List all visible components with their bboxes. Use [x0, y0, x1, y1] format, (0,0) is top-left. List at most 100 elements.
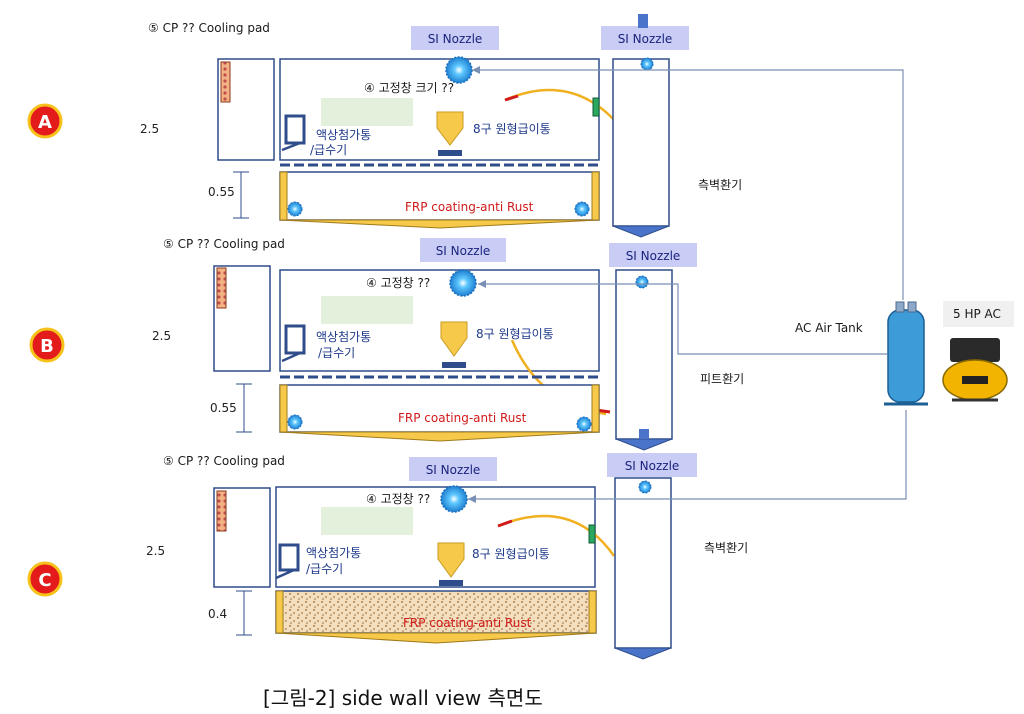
compressor-label: 5 HP AC: [953, 307, 1001, 321]
duct-nozzle-icon: [640, 57, 654, 71]
compressor-motor: [950, 338, 1000, 362]
dim-upper: 2.5: [140, 122, 159, 136]
feeder-icon: [436, 111, 464, 146]
nozzle-burst-icon: [449, 269, 477, 297]
duct-cap: [638, 14, 648, 28]
pit-wall-right: [591, 384, 600, 433]
dim-lower: 0.55: [210, 401, 237, 415]
feeder-label: 8구 원형급이통: [472, 547, 550, 561]
tank-label-2: /급수기: [310, 143, 347, 157]
window-box: [321, 98, 413, 126]
airflow-arrow-tip: [504, 94, 519, 102]
tank-spout: [281, 141, 301, 152]
window-box: [321, 296, 413, 324]
duct-cap: [639, 429, 649, 439]
feeder-tray: [442, 362, 466, 368]
window-label: ④ 고정창 크기 ??: [364, 81, 454, 95]
nozzle-label-box: [607, 453, 697, 477]
air-line-c: [468, 410, 907, 500]
cp-label: ⑤ CP ?? Cooling pad: [163, 237, 285, 251]
cooling-pad-icon: [216, 490, 227, 532]
pit-nozzle-icon: [574, 201, 590, 217]
vent-arrow: [612, 225, 670, 238]
vent-label: 측벽환기: [698, 178, 742, 192]
cp-label: ⑤ CP ?? Cooling pad: [163, 454, 285, 468]
pit-wall-left: [279, 171, 288, 221]
vent-duct: [612, 58, 670, 227]
nozzle-label-right: SI Nozzle: [625, 459, 680, 473]
tank-label-2: /급수기: [318, 346, 355, 360]
pit-wall-left: [279, 384, 288, 433]
tank-icon: [284, 114, 306, 145]
pit-frame: [275, 590, 597, 634]
dim-upper: 2.5: [152, 329, 171, 343]
feeder-label: 8구 원형급이통: [476, 327, 554, 341]
air-tank-label-box: [789, 314, 883, 340]
tank-label-1: 액상첨가통: [306, 546, 361, 560]
tank-icon: [284, 324, 306, 355]
floor-label: FRP coating-anti Rust: [403, 616, 532, 630]
cp-label: ⑤ CP ?? Cooling pad: [148, 21, 270, 35]
section-b: ⑤ CP ?? Cooling pad B 2.5 SI Nozzle SI N…: [29, 237, 744, 451]
pit-wall-right: [591, 171, 600, 221]
vent-label: 피트환기: [700, 372, 744, 386]
feeder-icon: [440, 321, 468, 357]
section-badge: C: [27, 561, 63, 597]
figure-caption: [그림-2] side wall view 측면도: [263, 686, 543, 710]
pit-bottom: [279, 431, 600, 442]
feeder-tray: [438, 150, 462, 156]
dim-upper: 2.5: [146, 544, 165, 558]
air-line-arrow: [472, 66, 480, 74]
pit-wall-left: [275, 590, 284, 634]
pit-bottom: [275, 632, 597, 644]
airflow-arrow: [497, 514, 616, 557]
compressor-label-box: [943, 301, 1014, 327]
compressor: 5 HP AC: [942, 301, 1014, 402]
dim-lower: 0.55: [208, 185, 235, 199]
feeder-label: 8구 원형급이통: [473, 122, 551, 136]
air-line-a: [472, 69, 904, 300]
air-tank-label: AC Air Tank: [795, 321, 863, 335]
nozzle-burst-icon: [440, 485, 468, 513]
floor-label: FRP coating-anti Rust: [398, 411, 527, 425]
vent-arrow: [615, 438, 673, 451]
pit-bottom: [279, 219, 600, 229]
air-line-arrow: [478, 280, 486, 288]
badge-letter: C: [38, 570, 51, 591]
air-tank: AC Air Tank: [789, 301, 928, 406]
nozzle-label-box: [411, 26, 499, 50]
air-line-arrow: [468, 495, 476, 503]
pit-nozzle-icon: [287, 201, 303, 217]
window-label: ④ 고정창 ??: [366, 276, 430, 290]
nozzle-label-box: [601, 26, 689, 50]
feeder-tray: [439, 580, 463, 586]
dim-lower: 0.4: [208, 607, 227, 621]
air-tank-icon: [887, 309, 925, 403]
room-frame: [275, 486, 596, 588]
pit-nozzle-icon: [287, 414, 303, 430]
wall-vent-icon: [588, 524, 596, 544]
cooling-pad-icon: [216, 267, 227, 309]
pit-wall-right: [588, 590, 597, 634]
airflow-arrow: [504, 88, 624, 131]
section-badge: A: [27, 103, 63, 139]
tank-spout: [275, 568, 295, 580]
section-c: ⑤ CP ?? Cooling pad C 2.5 SI Nozzle SI N…: [27, 453, 748, 660]
pit-nozzle-icon: [576, 416, 592, 432]
air-supply-lines: [468, 69, 907, 500]
airflow-arrow-tip: [497, 519, 513, 528]
window-label: ④ 고정창 ??: [366, 492, 430, 506]
nozzle-burst-icon: [445, 56, 473, 84]
window-box: [321, 507, 413, 535]
cooling-pad-icon: [220, 61, 231, 103]
nozzle-label-box: [609, 243, 697, 267]
floor-label: FRP coating-anti Rust: [405, 200, 534, 214]
nozzle-label-box: [409, 457, 497, 481]
nozzle-label-right: SI Nozzle: [618, 32, 673, 46]
feeder-icon: [437, 542, 465, 578]
vent-label: 측벽환기: [704, 541, 748, 555]
section-a: ⑤ CP ?? Cooling pad A 2.5 SI Nozzle SI N…: [27, 14, 742, 238]
vent-duct: [615, 269, 673, 440]
